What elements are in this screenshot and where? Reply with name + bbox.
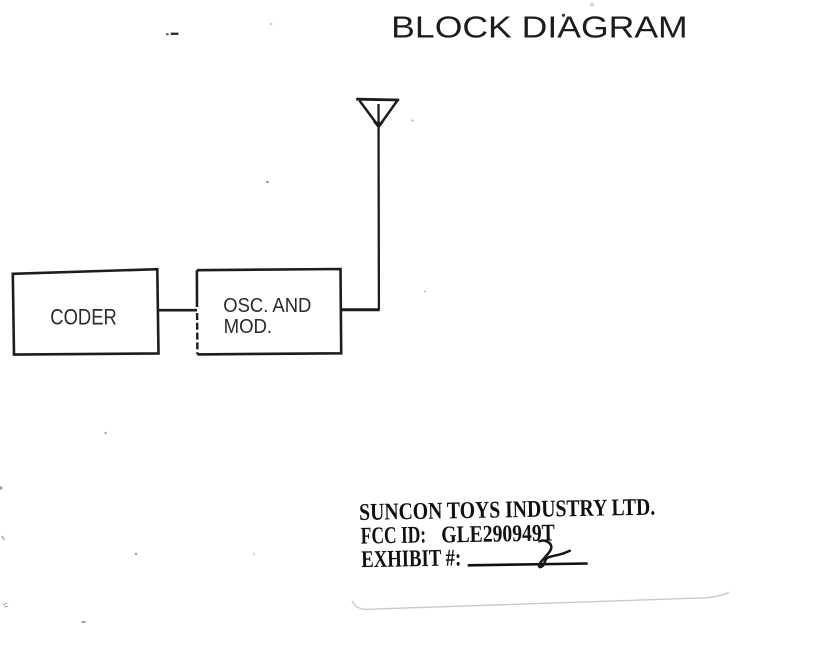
svg-text:MOD.: MOD.: [224, 316, 273, 338]
svg-text:GLE290949T: GLE290949T: [441, 520, 555, 548]
svg-text:CODER: CODER: [50, 305, 117, 330]
svg-text:SUNCON TOYS INDUSTRY LTD.: SUNCON TOYS INDUSTRY LTD.: [359, 495, 655, 526]
svg-text:FCC ID:: FCC ID:: [361, 522, 427, 549]
svg-text:EXHIBIT #:: EXHIBIT #:: [361, 545, 461, 573]
svg-text:OSC. AND: OSC. AND: [223, 295, 311, 317]
svg-text:BLOCK DIAGRAM: BLOCK DIAGRAM: [391, 11, 688, 45]
